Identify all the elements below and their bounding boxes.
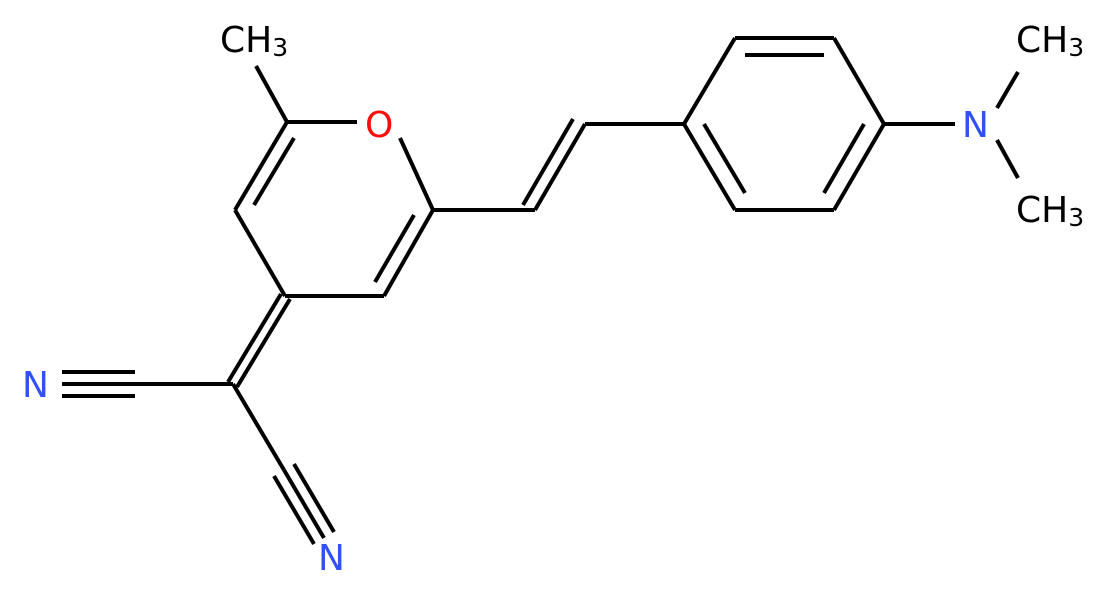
bond-va-vb-second <box>521 117 575 207</box>
bond-c4-cext-second <box>235 297 292 389</box>
bond-ph1-ph2 <box>682 36 737 126</box>
bond-ph4-ph5 <box>832 122 886 212</box>
atom-nitrile-n-bottom: N <box>318 538 345 579</box>
bond-c6-methyl <box>254 65 289 123</box>
pyran-ring <box>233 120 435 298</box>
bond-o-c2 <box>398 137 435 211</box>
bond-cn2-n-b <box>282 468 326 540</box>
bond-ph3-ph4 <box>832 36 886 126</box>
atom-nitrogen-amine: N <box>962 105 989 146</box>
atom-methyl-right-bottom: CH3 <box>1016 190 1084 232</box>
bond-n-me-top <box>995 70 1020 110</box>
bond-cext-cn2 <box>231 382 286 472</box>
nitrile-bottom <box>231 382 336 546</box>
nitrile-left <box>62 370 233 398</box>
vinyl-linker <box>433 117 684 212</box>
bond-c5-c6-inner <box>252 136 296 207</box>
benzene-ring <box>682 36 886 212</box>
atom-methyl-right-top: CH3 <box>1016 20 1084 62</box>
bond-va-vb <box>533 122 587 212</box>
bond-ph6-ph1-inner <box>702 122 747 195</box>
bond-c2-c3 <box>382 209 435 297</box>
dimethylamino <box>884 70 1020 179</box>
bond-ph4-ph5-inner <box>822 122 866 195</box>
bond-ph6-ph1 <box>682 122 737 212</box>
atom-methyl-top: CH3 <box>220 20 288 62</box>
atom-oxygen: O <box>365 105 393 146</box>
bond-n-me-bottom <box>995 139 1020 179</box>
bond-c4-c5 <box>233 208 287 298</box>
bond-c5-c6 <box>233 120 289 212</box>
bond-c2-c3-inner <box>373 213 416 284</box>
exocyclic-double-bond <box>226 292 292 389</box>
bond-c4-cext <box>226 292 283 384</box>
bond-cn2-n-c <box>272 474 316 546</box>
bond-cn2-n-a <box>292 462 336 534</box>
atom-nitrile-n-left: N <box>22 365 49 406</box>
